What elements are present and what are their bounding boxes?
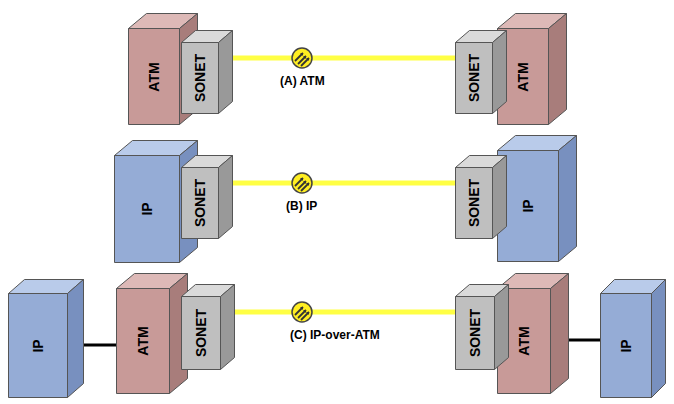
fiber-link — [219, 56, 455, 61]
layer-name: IP — [618, 339, 634, 352]
fiber-icon — [292, 48, 312, 68]
ip-box: IP — [8, 293, 68, 398]
atm-box: ATM — [128, 28, 180, 125]
sonet-box: SONET — [455, 296, 495, 370]
box-face — [219, 31, 233, 114]
atm-box: ATM — [116, 288, 170, 394]
box-face — [498, 151, 559, 262]
fiber-link — [221, 310, 455, 315]
box-face — [456, 168, 493, 239]
box-face — [456, 297, 495, 370]
ip-box: IP — [114, 155, 180, 263]
box-face — [115, 156, 180, 263]
box-face — [129, 29, 180, 125]
link-label: (C) IP-over-ATM — [287, 328, 383, 342]
fiber-icon — [292, 173, 312, 193]
box-face — [652, 280, 666, 398]
box-face — [221, 285, 235, 370]
box-face — [456, 43, 493, 114]
fiber-link — [219, 181, 455, 186]
layer-name: SONET — [192, 179, 208, 227]
layer-name: SONET — [192, 54, 208, 102]
layer-name: ATM — [516, 326, 532, 355]
sonet-box: SONET — [455, 42, 493, 114]
box-face — [117, 289, 170, 394]
layer-name: IP — [30, 339, 46, 352]
layer-name: ATM — [515, 62, 531, 91]
layer-name: SONET — [193, 309, 209, 357]
layer-name: ATM — [135, 326, 151, 355]
box-face — [9, 294, 68, 398]
layer-name: SONET — [467, 309, 483, 357]
layer-name: ATM — [146, 62, 162, 91]
box-faces — [497, 135, 578, 263]
sonet-box: SONET — [181, 42, 219, 114]
sonet-box: SONET — [455, 167, 493, 239]
link-label: (A) ATM — [277, 74, 328, 88]
sonet-box: SONET — [181, 167, 219, 239]
box-face — [601, 294, 652, 398]
ip-box: IP — [600, 293, 652, 398]
box-faces — [497, 13, 568, 126]
sonet-box: SONET — [181, 296, 221, 370]
box-face — [498, 289, 551, 394]
layer-name: SONET — [466, 54, 482, 102]
layer-name: IP — [520, 199, 536, 212]
box-face — [493, 156, 507, 239]
box-face — [495, 285, 509, 370]
box-face — [68, 280, 84, 398]
link-label: (B) IP — [283, 199, 320, 213]
box-faces — [116, 273, 189, 395]
box-face — [493, 31, 507, 114]
box-face — [559, 136, 577, 262]
box-face — [549, 14, 567, 125]
box-face — [182, 43, 219, 114]
box-face — [182, 168, 219, 239]
box-face — [219, 156, 233, 239]
fiber-icon — [292, 302, 312, 322]
layer-name: IP — [139, 202, 155, 215]
box-faces — [8, 279, 85, 399]
layer-name: SONET — [466, 179, 482, 227]
box-face — [182, 297, 221, 370]
box-face — [551, 274, 569, 394]
box-face — [498, 29, 549, 125]
